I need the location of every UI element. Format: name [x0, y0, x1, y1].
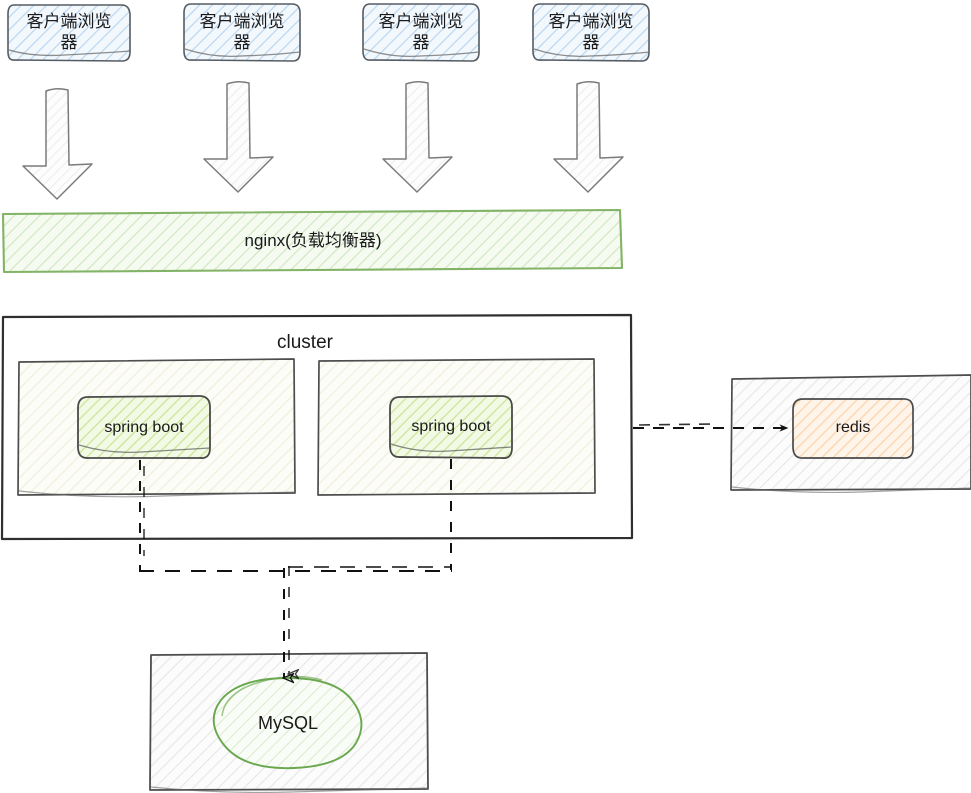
client-browser-box-3[interactable]	[362, 3, 480, 62]
mysql-node[interactable]	[212, 675, 363, 770]
client-browser-group	[7, 3, 650, 62]
client-browser-box-1[interactable]	[7, 4, 131, 62]
client-browser-box-4[interactable]	[532, 3, 650, 62]
redis-node[interactable]	[792, 398, 914, 459]
connector-bus-line	[139, 566, 452, 573]
flow-arrow-3	[382, 80, 453, 193]
spring-boot-node-2[interactable]	[389, 395, 513, 459]
nginx-load-balancer-box[interactable]	[1, 208, 624, 274]
flow-arrow-4	[553, 80, 624, 193]
connector-bus-to-mysql	[284, 566, 289, 678]
connector-group	[139, 423, 789, 678]
flow-arrow-1	[22, 87, 93, 200]
cluster-box[interactable]	[0, 313, 634, 541]
flow-arrow-2	[203, 80, 274, 193]
connector-springboot1-down	[139, 460, 145, 570]
flow-arrow-group	[22, 80, 624, 200]
connector-cluster-to-redis	[633, 423, 789, 432]
client-browser-box-2[interactable]	[183, 3, 301, 62]
spring-boot-node-1[interactable]	[77, 395, 211, 459]
